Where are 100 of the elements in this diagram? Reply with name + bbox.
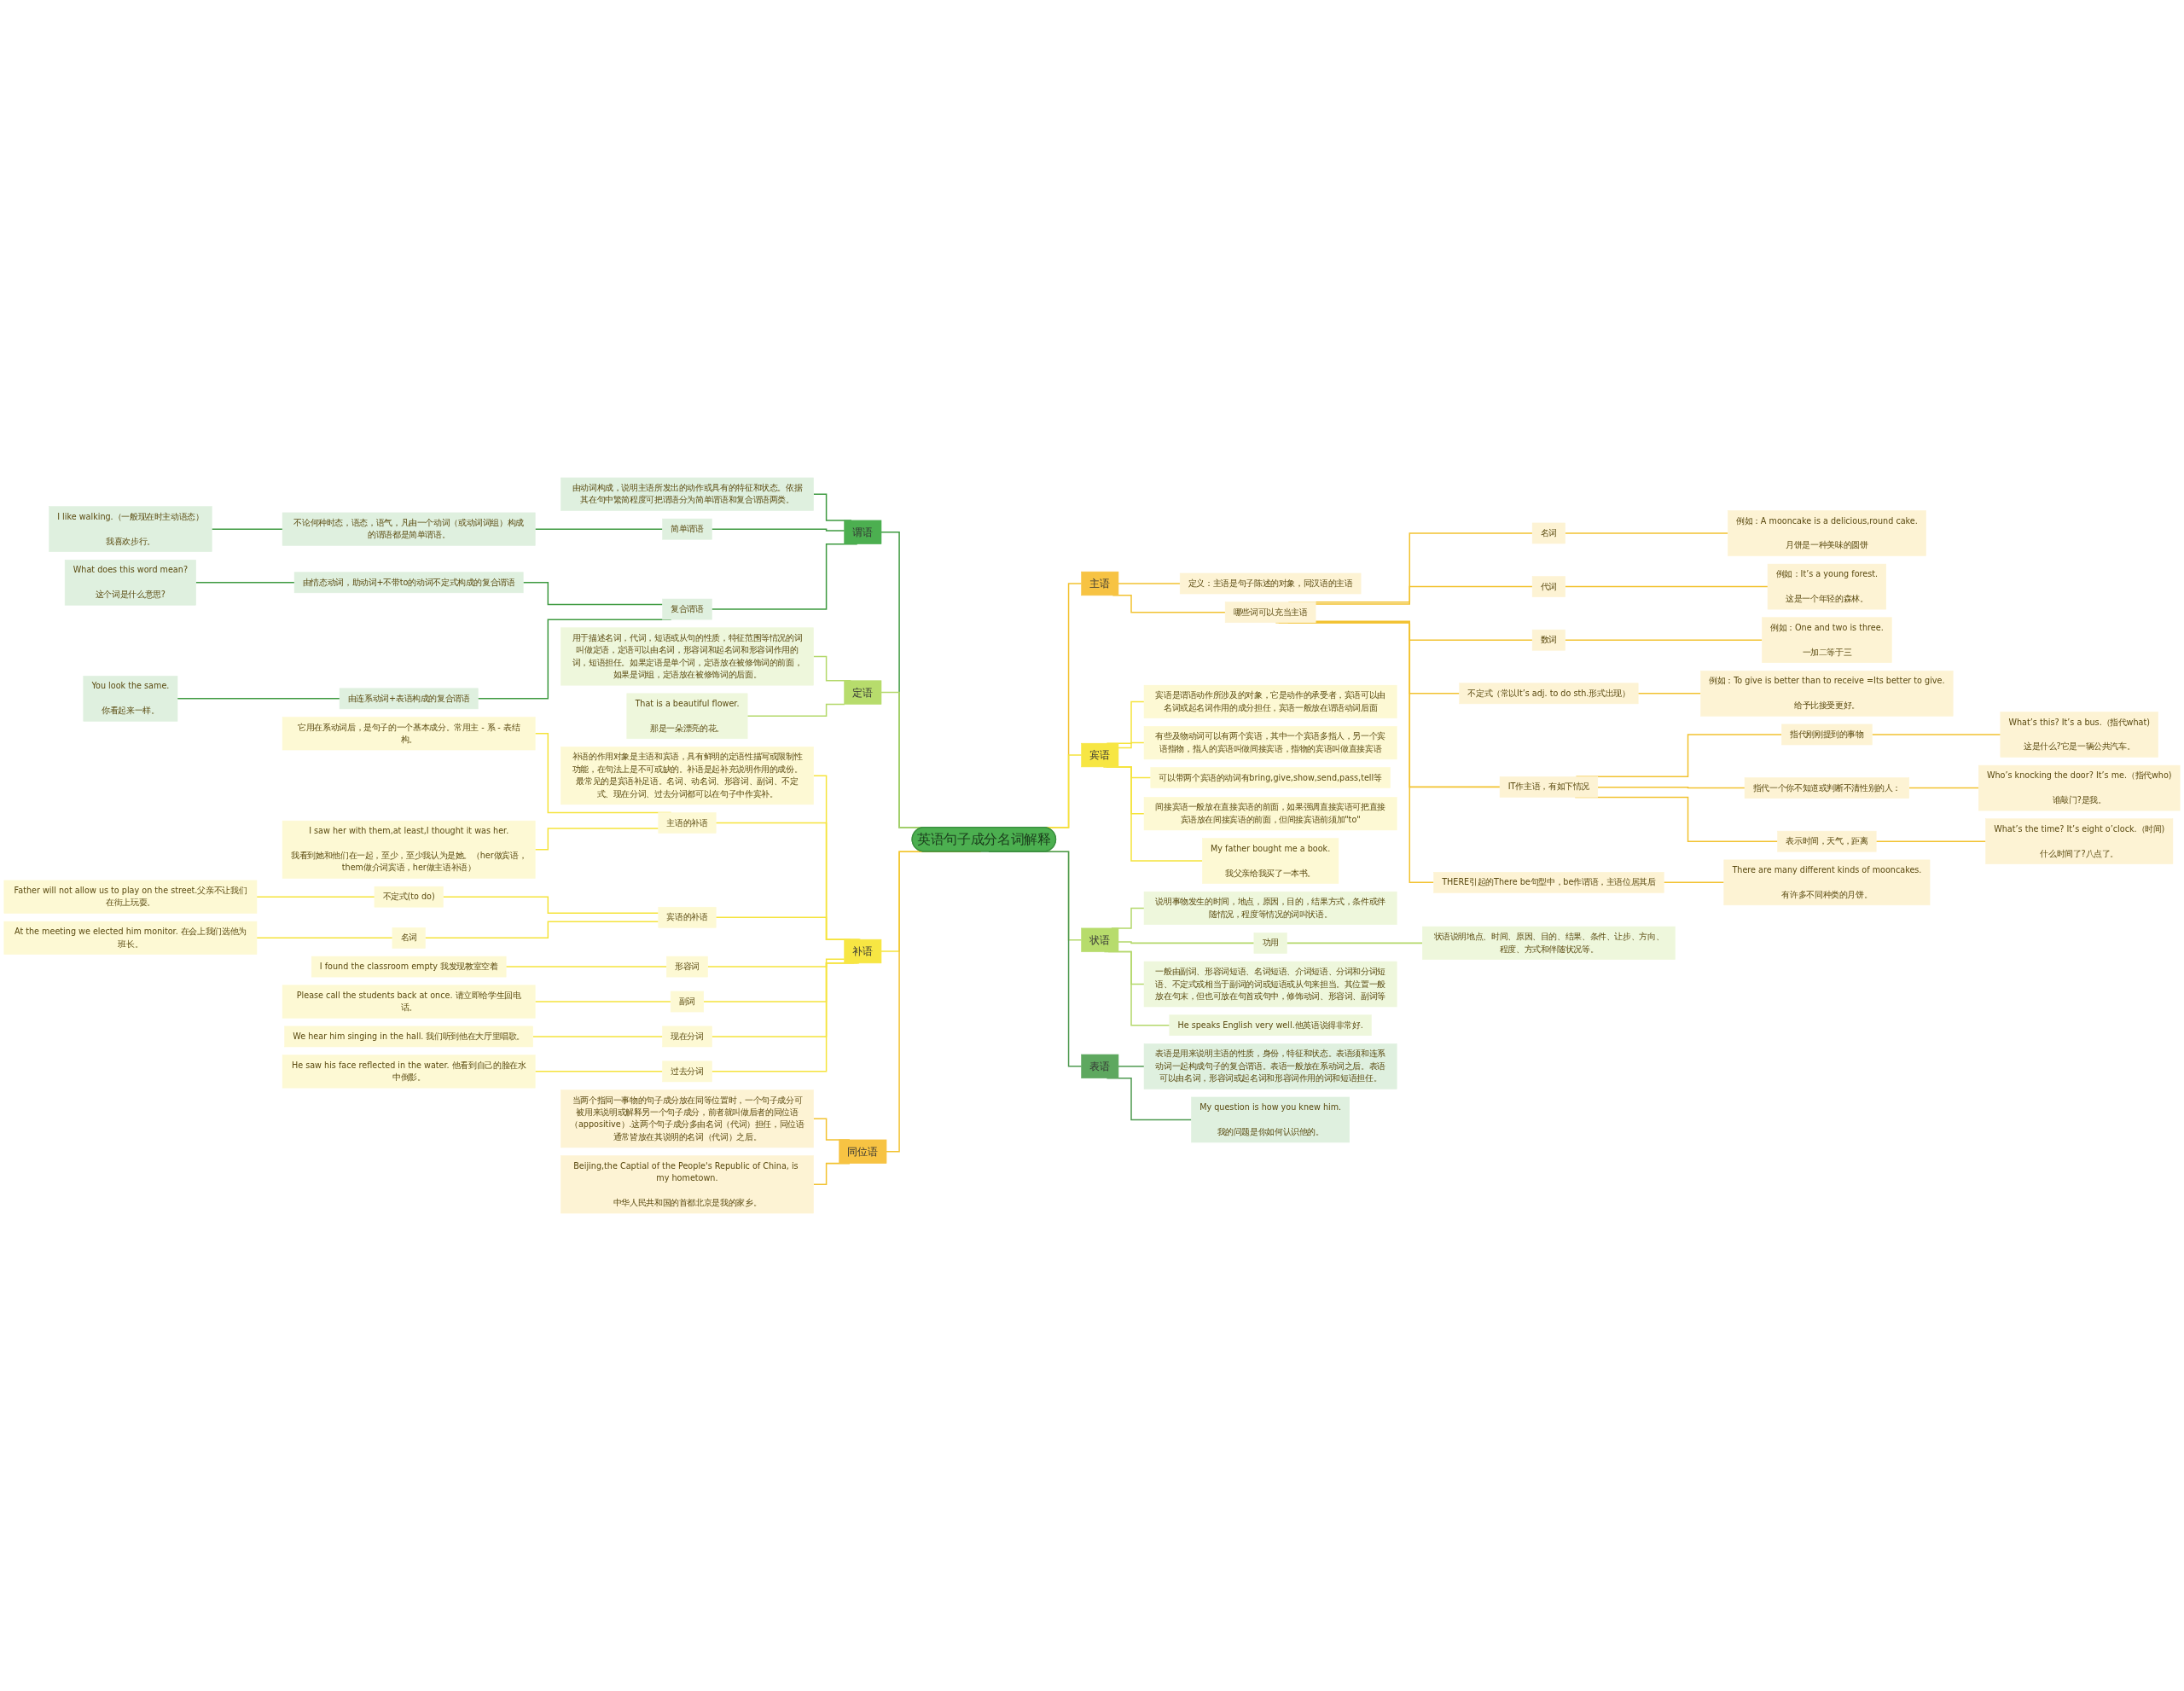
node-box: Beijing,the Captial of the People's Republic of China, is my hometown. 中华人民共和国的首都北京是我的家乡。 (561, 1155, 814, 1214)
node-box: That is a beautiful flower. 那是一朵漂亮的花。 (626, 693, 748, 740)
node-box: 用于描述名词，代词，短语或从句的性质，特征范围等情况的词叫做定语，定语可以由名词，形容词和起名词和形容词作用的词，短语担任。如果定语是单个词，定语放在被修饰词的前面，如果是词组，定语放在被修饰词的后面。 (561, 627, 814, 686)
node-box: 定语 (844, 680, 882, 705)
node-box: 宾语是谓语动作所涉及的对象，它是动作的承受者，宾语可以由名词或起名词作用的成分担任，宾语一般放在谓语动词后面 (1143, 684, 1397, 718)
node-box: 简单谓语 (662, 518, 712, 540)
node-box: 不论何种时态，语态，语气，凡由一个动词（或动词词组）构成的谓语都是简单谓语。 (282, 512, 536, 546)
node-box: 表示时间，天气，距离 (1777, 830, 1877, 852)
node-box: 补语的作用对象是主语和宾语，具有鲜明的定语性描写或限制性功能，在句法上是不可或缺的。补语是起补充说明作用的成份。最常见的是宾语补足语。名词、动名词、形容词、副词、不定式、现在分词、过去分词都可以在句子中作宾补。 (561, 747, 814, 805)
node-box: 不定式（常以It’s adj. to do sth.形式出现） (1459, 683, 1639, 705)
node-box: 形容词 (666, 956, 708, 978)
node-box: 说明事物发生的时间，地点，原因，目的，结果方式，条件或伴随情况，程度等情况的词叫状语。 (1143, 891, 1397, 925)
node-box: 补语 (844, 938, 882, 964)
node-box: 主语的补语 (658, 812, 717, 834)
node-box: 状语说明地点、时间、原因、目的、结果、条件、让步、方向、程度、方式和伴随状况等。 (1422, 926, 1676, 960)
node-box: 当两个指同一事物的句子成分放在同等位置时，一个句子成分可被用来说明或解释另一个句子成分，前者就叫做后者的同位语（appositive）.这两个句子成分多由名词（代词）担任，同位语通常皆放在其说明的名词（代词）之后。 (561, 1090, 814, 1148)
connector (1875, 840, 1987, 842)
node-box: 指代刚刚提到的事物 (1781, 723, 1873, 746)
node-box: What does this word mean? 这个词是什么意思? (64, 560, 196, 606)
connector (1118, 941, 1255, 944)
connector (1286, 942, 1424, 944)
node-box: 间接宾语一般放在直接宾语的前面，如果强调直接宾语可把直接宾语放在间接宾语的前面，但间接宾语前须加"to" (1143, 797, 1397, 831)
node-box: 哪些词可以充当主语 (1224, 601, 1316, 624)
connector (1871, 734, 2001, 735)
node-box: Please call the students back at once. 请立即给学生回电话。 (282, 985, 536, 1019)
node-box: 过去分词 (662, 1061, 712, 1083)
connector (534, 828, 659, 851)
connector (534, 1001, 671, 1002)
connector (706, 958, 845, 968)
node-box: I found the classroom empty 我发现教室空着 (311, 956, 507, 978)
node-box: 功用 (1253, 933, 1287, 954)
node-box: My question is how you knew him. 我的问题是你如何认识他的。 (1191, 1096, 1350, 1143)
connector (1597, 787, 1745, 789)
connector (1564, 532, 1729, 534)
node-box: 不定式(to do) (374, 886, 444, 908)
connector (424, 921, 659, 939)
node-box: Who’s knocking the door? It’s me.（指代who) 谁敲门?是我。 (1978, 764, 2181, 811)
connector (211, 528, 283, 530)
node-box: IT作主语，有如下情况 (1499, 776, 1599, 798)
node-box: 定义：主语是句子陈述的对象，同汉语的主语 (1179, 572, 1362, 595)
connector (1315, 585, 1533, 605)
connector (1564, 585, 1769, 588)
node-box: 由情态动词，助动词+不带to的动词不定式构成的复合谓语 (293, 572, 524, 594)
node-box: 指代一个你不知道或判断不清性别的人： (1744, 777, 1909, 799)
node-box: 宾语 (1081, 742, 1119, 768)
node-box: My father bought me a book. 我父亲给我买了一本书。 (1202, 838, 1339, 884)
node-box: 同位语 (839, 1139, 887, 1164)
node-box: 例如：To give is better than to receive =Its better to give. 给予比接受更好。 (1700, 671, 1954, 717)
node-box: 现在分词 (662, 1026, 712, 1048)
connector (531, 1036, 664, 1037)
node-box: 可以带两个宾语的动词有bring,give,show,send,pass,tell等 (1150, 767, 1391, 788)
connector (1118, 1066, 1145, 1067)
node-box: 例如：A mooncake is a delicious,round cake. 月饼是一种美味的圆饼 (1728, 510, 1926, 556)
node-box: 复合谓语 (662, 598, 712, 620)
node-box: What’s the time? It’s eight o’clock.（时间) 什么时间了?八点了。 (1985, 818, 2174, 864)
connector (505, 966, 668, 968)
connector (1118, 741, 1145, 749)
node-box: We hear him singing in the hall. 我们听到他在大厅里唱歌。 (284, 1026, 533, 1048)
node-box: 例如：One and two is three. 一加二等于三 (1762, 617, 1892, 663)
node-box: 表语是用来说明主语的性质，身份，特征和状态。表语须和连系动词一起构成句子的复合谓语。表语一般放在系动词之后。表语可以由名词，形容词或起名词和形容词作用的词和短语担任。 (1143, 1043, 1397, 1090)
node-box: He saw his face reflected in the water. 他看到自己的脸在水中倒影。 (282, 1055, 536, 1089)
node-box: THERE引起的There be句型中，be作谓语，主语位居其后 (1433, 872, 1664, 893)
node-box: 一般由副词、形容词短语、名词短语、介词短语、分词和分词短语、不定式或相当于副词的词或短语或从句来担当。其位置一般放在句末，但也可放在句首或句中，修饰动词、形容词、副词等 (1143, 961, 1397, 1008)
node-box: 主语 (1081, 571, 1119, 596)
node-box: 谓语 (844, 520, 882, 544)
connector (256, 937, 393, 939)
node-box: At the meeting we elected him monitor. 在会上我们选他为班长。 (3, 921, 258, 955)
node-box: 宾语的补语 (658, 906, 717, 928)
node-box: Father will not allow us to play on the street.父亲不让我们在街上玩耍。 (3, 880, 258, 914)
node-box: 由连系动词+表语构成的复合谓语 (339, 688, 479, 710)
node-box: He speaks English very well.他英语说得非常好. (1169, 1014, 1372, 1037)
node-box: There are many different kinds of mooncakes. 有许多不同种类的月饼。 (1723, 859, 1931, 906)
connector (1564, 639, 1763, 641)
connector (177, 698, 340, 700)
node-box: 表语 (1081, 1054, 1119, 1078)
node-box: 由动词构成，说明主语所发出的动作或具有的特征和状态。依据其在句中繁简程度可把谓语分为简单谓语和复合谓语两类。 (561, 477, 814, 511)
node-box: I saw her with them,at least,I thought it was her. 我看到她和他们在一起，至少，至少我认为是她。（her做宾语，them做介词宾语，her做主语补语） (282, 820, 536, 879)
connector (534, 528, 664, 530)
node-box: What’s this? It’s a bus.（指代what) 这是什么?它是一辆公共汽车。 (2000, 712, 2158, 758)
node-box: 代词 (1531, 576, 1565, 597)
connector (1663, 881, 1725, 884)
connector (711, 528, 845, 532)
node-box: 名词 (1531, 522, 1565, 544)
connector (1637, 693, 1702, 694)
node-box: 有些及物动词可以有两个宾语，其中一个宾语多指人，另一个宾语指物，指人的宾语叫做间接宾语，指物的宾语叫做直接宾语 (1143, 726, 1397, 760)
connector (195, 582, 295, 584)
node-box: 数词 (1531, 629, 1565, 651)
connector (522, 582, 664, 606)
node-box: 例如：It’s a young forest. 这是一个年轻的森林。 (1767, 563, 1887, 610)
connector (534, 1071, 664, 1072)
node-box: You look the same. 你看起来一样。 (83, 676, 178, 722)
connector (1908, 787, 1980, 789)
node-box: 副词 (670, 991, 704, 1013)
node-box: I like walking.（一般现在时主动语态） 我喜欢步行。 (49, 506, 212, 552)
node-box: 名词 (392, 927, 426, 949)
connector (1315, 620, 1533, 641)
connector (1118, 583, 1181, 584)
node-box: 状语 (1081, 927, 1119, 952)
node-box: 它用在系动词后，是句子的一个基本成分。常用主 - 系 - 表结构。 (282, 717, 536, 751)
connector (746, 703, 845, 718)
